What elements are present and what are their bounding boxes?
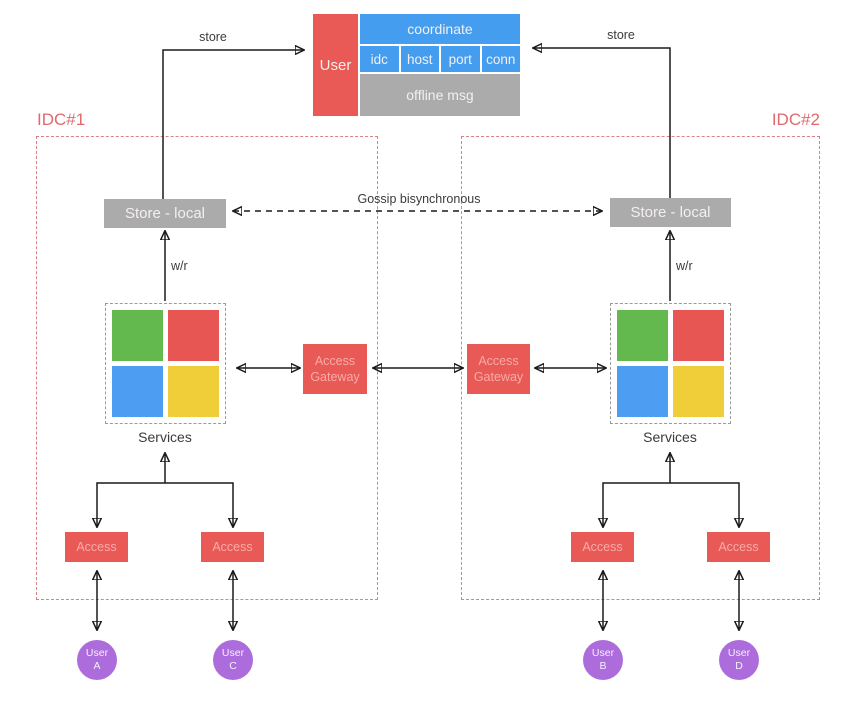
services-grid-idc1 [105,303,226,424]
service-square-blue [617,366,668,417]
service-square-green [112,310,163,361]
services-label-idc2: Services [643,429,697,445]
user-c-circle: User C [213,640,253,680]
user-b-id: B [599,660,607,672]
access-box-idc2-right: Access [707,532,770,562]
field-cell-conn: conn [481,46,520,72]
user-c-name: User [221,646,245,659]
field-cell-port: port [441,46,480,72]
store-local-box-idc1: Store - local [104,199,226,228]
service-square-yellow [168,366,219,417]
coordinate-header: coordinate [360,14,520,44]
wr-label-right: w/r [676,259,693,273]
idc2-title: IDC#2 [771,110,820,129]
user-a-circle: User A [77,640,117,680]
field-cell-idc: idc [360,46,399,72]
access-box-idc1-right: Access [201,532,264,562]
service-square-blue [112,366,163,417]
idc1-title: IDC#1 [37,110,86,129]
user-d-id: D [735,660,743,672]
access-box-idc2-left: Access [571,532,634,562]
user-c-id: C [229,660,237,672]
user-b-name: User [591,646,615,659]
service-square-red [673,310,724,361]
user-d-name: User [727,646,751,659]
field-cell-host: host [400,46,439,72]
user-table: User coordinate idc host port conn offli… [313,14,520,116]
gossip-bisynchronous-label: Gossip bisynchronous [357,192,481,206]
access-gateway-idc2: Access Gateway [467,344,530,394]
services-label-idc1: Services [138,429,192,445]
store-label-right: store [607,28,635,42]
services-grid-idc2 [610,303,731,424]
user-d-circle: User D [719,640,759,680]
store-local-box-idc2: Store - local [610,198,731,227]
coordinate-fields-row: idc host port conn [360,46,520,72]
service-square-yellow [673,366,724,417]
access-gateway-idc1: Access Gateway [303,344,367,394]
access-box-idc1-left: Access [65,532,128,562]
user-a-id: A [93,660,101,672]
user-a-name: User [85,646,109,659]
store-label-left: store [199,30,227,44]
service-square-red [168,310,219,361]
wr-label-left: w/r [171,259,188,273]
user-cell: User [313,14,358,116]
user-b-circle: User B [583,640,623,680]
offline-msg-cell: offline msg [360,74,520,116]
service-square-green [617,310,668,361]
